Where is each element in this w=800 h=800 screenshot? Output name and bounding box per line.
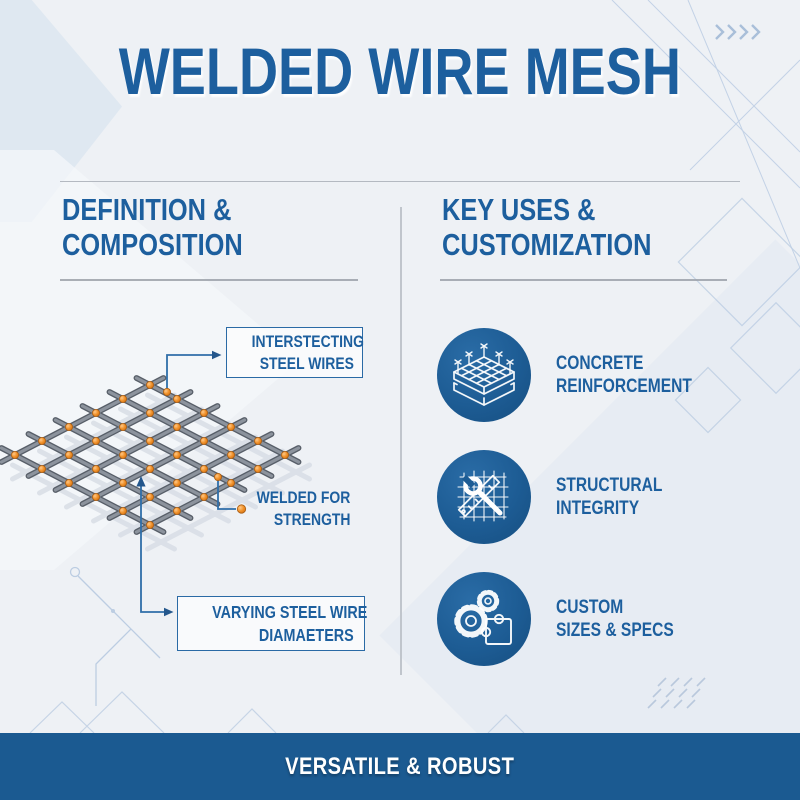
left-heading-line2: COMPOSITION <box>62 227 243 262</box>
use-item-label: STRUCTURAL INTEGRITY <box>556 474 686 521</box>
use-item-concrete-reinforcement: CONCRETE REINFORCEMENT <box>437 328 722 422</box>
column-divider-line <box>400 207 402 675</box>
diamond-outline-decoration <box>674 197 800 434</box>
use-item-label: CUSTOM SIZES & SPECS <box>556 596 700 643</box>
ruler-wrench-grid-icon <box>457 470 509 522</box>
use2-line2: INTEGRITY <box>556 498 640 519</box>
callout-welded-line2: STRENGTH <box>273 510 350 529</box>
left-section-heading: DEFINITION & COMPOSITION <box>62 192 282 262</box>
chevron-arrows-icon <box>715 24 761 40</box>
puzzle-piece <box>480 613 512 645</box>
callout-label-welded: WELDED FOR STRENGTH <box>230 487 350 531</box>
small-gear <box>476 589 500 613</box>
arrowhead-right-icon <box>164 607 174 617</box>
rebar-spikes <box>454 343 514 374</box>
left-heading-line1: DEFINITION & <box>62 192 232 227</box>
icon-circle <box>437 572 531 666</box>
large-gear <box>454 604 488 638</box>
right-heading-line1: KEY USES & <box>442 192 596 227</box>
use1-line2: REINFORCEMENT <box>556 376 692 397</box>
title-divider-line <box>60 181 740 182</box>
wrench <box>461 474 503 516</box>
callout-end-dot <box>236 504 247 514</box>
weld-marker-dot <box>213 472 222 481</box>
use-item-structural-integrity: STRUCTURAL INTEGRITY <box>437 450 686 544</box>
use3-line2: SIZES & SPECS <box>556 620 674 641</box>
use2-line1: STRUCTURAL <box>556 474 663 496</box>
right-heading-underline <box>440 279 727 281</box>
weld-dots <box>10 380 289 530</box>
triangle-outline-decorations <box>29 691 525 734</box>
right-heading-line2: CUSTOMIZATION <box>442 227 652 262</box>
right-section-heading: KEY USES & CUSTOMIZATION <box>442 192 697 262</box>
use-item-custom-sizes-specs: CUSTOM SIZES & SPECS <box>437 572 700 666</box>
callout-varying-line2: DIAMAETERS <box>259 625 354 645</box>
arrowhead-up-icon <box>136 476 146 487</box>
hatch-marks-decoration <box>647 677 706 709</box>
arrowhead-right-icon <box>212 350 222 360</box>
callout-box-intersecting: INTERSTECTING STEEL WIRES <box>226 327 364 378</box>
callout-intersecting-line1: INTERSTECTING <box>251 332 364 351</box>
use-item-label: CONCRETE REINFORCEMENT <box>556 352 722 399</box>
weld-marker-dot <box>162 387 171 396</box>
footer-bar: VERSATILE & ROBUST <box>0 733 800 800</box>
use1-line1: CONCRETE <box>556 352 644 374</box>
callout-intersecting-line2: STEEL WIRES <box>259 354 354 373</box>
icon-circle <box>437 450 531 544</box>
callout-varying-line1: VARYING STEEL WIRE <box>212 602 368 622</box>
callout-box-varying: VARYING STEEL WIRE DIAMAETERS <box>177 596 368 651</box>
circuit-trace-decoration <box>69 566 161 706</box>
concrete-slab-grid-icon <box>453 343 515 406</box>
callout-welded-line1: WELDED FOR <box>256 488 350 507</box>
footer-text: VERSATILE & ROBUST <box>285 752 515 780</box>
page-title-wrap: WELDED WIRE MESH <box>0 36 800 106</box>
wire-mesh-illustration <box>0 350 400 617</box>
ruler <box>457 474 501 518</box>
callout-connector-lines <box>140 354 236 613</box>
gears-puzzle-icon <box>454 589 512 645</box>
use3-line1: CUSTOM <box>556 596 624 618</box>
left-heading-underline <box>60 279 358 281</box>
page-title: WELDED WIRE MESH <box>118 34 682 108</box>
icon-circle <box>437 328 531 422</box>
